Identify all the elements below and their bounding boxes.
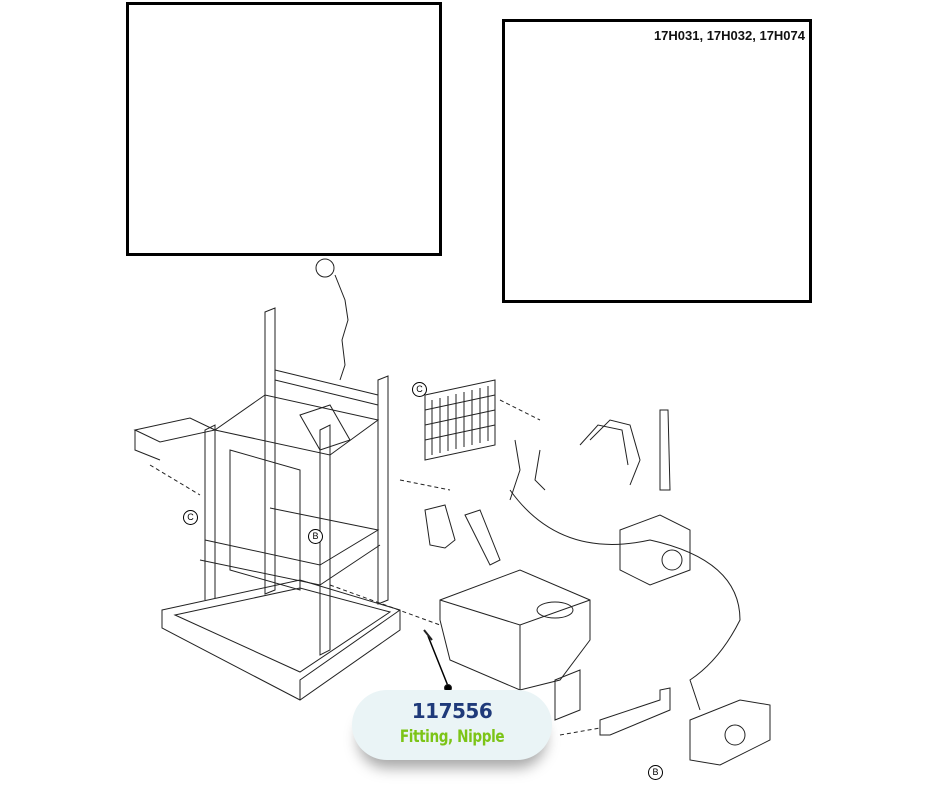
inset-model-label: 17H031, 17H032, 17H074 — [653, 28, 805, 43]
mounting-brackets — [599, 687, 771, 766]
gauge-hose — [315, 258, 349, 381]
hydraulic-reservoir — [424, 504, 591, 721]
part-number: 117556 — [411, 699, 493, 723]
callout-c-cooler: C — [412, 382, 427, 397]
inset-view-pump: 17H031, 17H032, 17H074 — [502, 19, 812, 303]
hydraulic-pump — [619, 514, 691, 586]
part-description: Fitting, Nipple — [399, 727, 505, 747]
oil-cooler — [424, 379, 496, 461]
part-leader-line — [423, 629, 452, 692]
assembly-lines — [149, 399, 601, 736]
hoses — [509, 409, 741, 711]
callout-b-bracket: B — [648, 765, 663, 780]
callout-c-frame: C — [183, 510, 198, 525]
callout-b-frame: B — [308, 529, 323, 544]
frame-assembly — [133, 307, 401, 701]
part-callout-card[interactable]: 117556 Fitting, Nipple — [352, 690, 552, 760]
inset-view-reservoir — [126, 2, 442, 256]
